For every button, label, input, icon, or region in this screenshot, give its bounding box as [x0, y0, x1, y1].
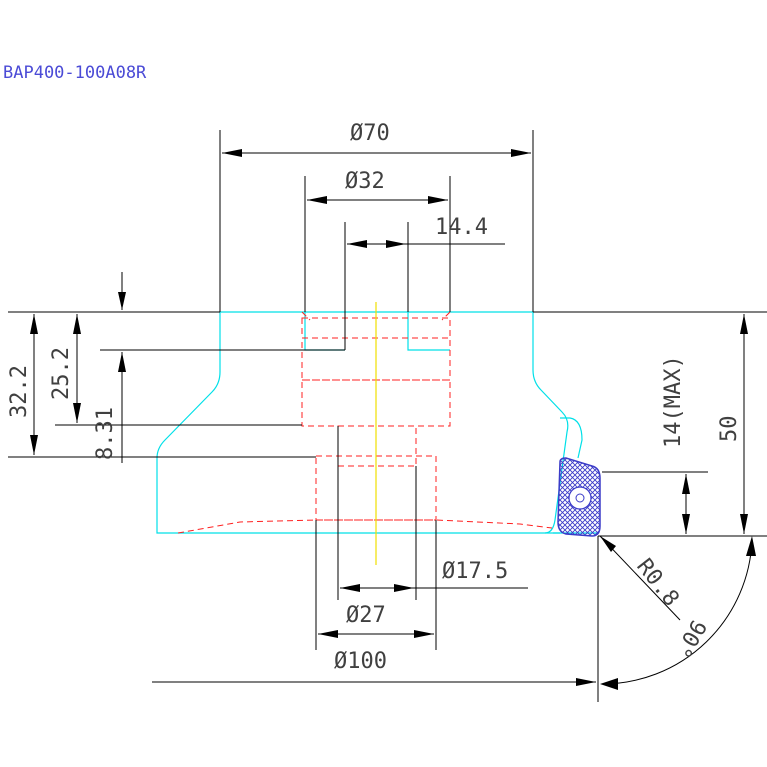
dim-25-2: 25.2: [49, 347, 74, 400]
dim-32-2: 32.2: [7, 365, 32, 418]
dim-r0-8: R0.8: [631, 554, 683, 611]
dim-d100: Ø100: [334, 649, 387, 674]
dim-90-deg: 90°: [669, 615, 711, 662]
hidden-lines: [177, 311, 553, 534]
dim-d17-5: Ø17.5: [442, 559, 508, 584]
dim-8-31: 8.31: [93, 407, 118, 460]
cutting-insert: [557, 457, 601, 537]
dim-14-4: 14.4: [435, 215, 488, 240]
dim-d27: Ø27: [346, 603, 386, 628]
dimension-lines: [8, 130, 767, 702]
insert-screw-icon: [568, 486, 592, 510]
dim-14-max: 14(MAX): [661, 355, 686, 448]
tool-outline: [156, 311, 598, 534]
part-number-title: BAP400-100A08R: [3, 63, 147, 83]
dim-50: 50: [717, 416, 742, 443]
dim-d70: Ø70: [350, 121, 390, 146]
dim-d32: Ø32: [345, 169, 385, 194]
dimension-labels: Ø70 Ø32 14.4 32.2 25.2 8.31 14(MAX) 50 R…: [7, 121, 742, 674]
